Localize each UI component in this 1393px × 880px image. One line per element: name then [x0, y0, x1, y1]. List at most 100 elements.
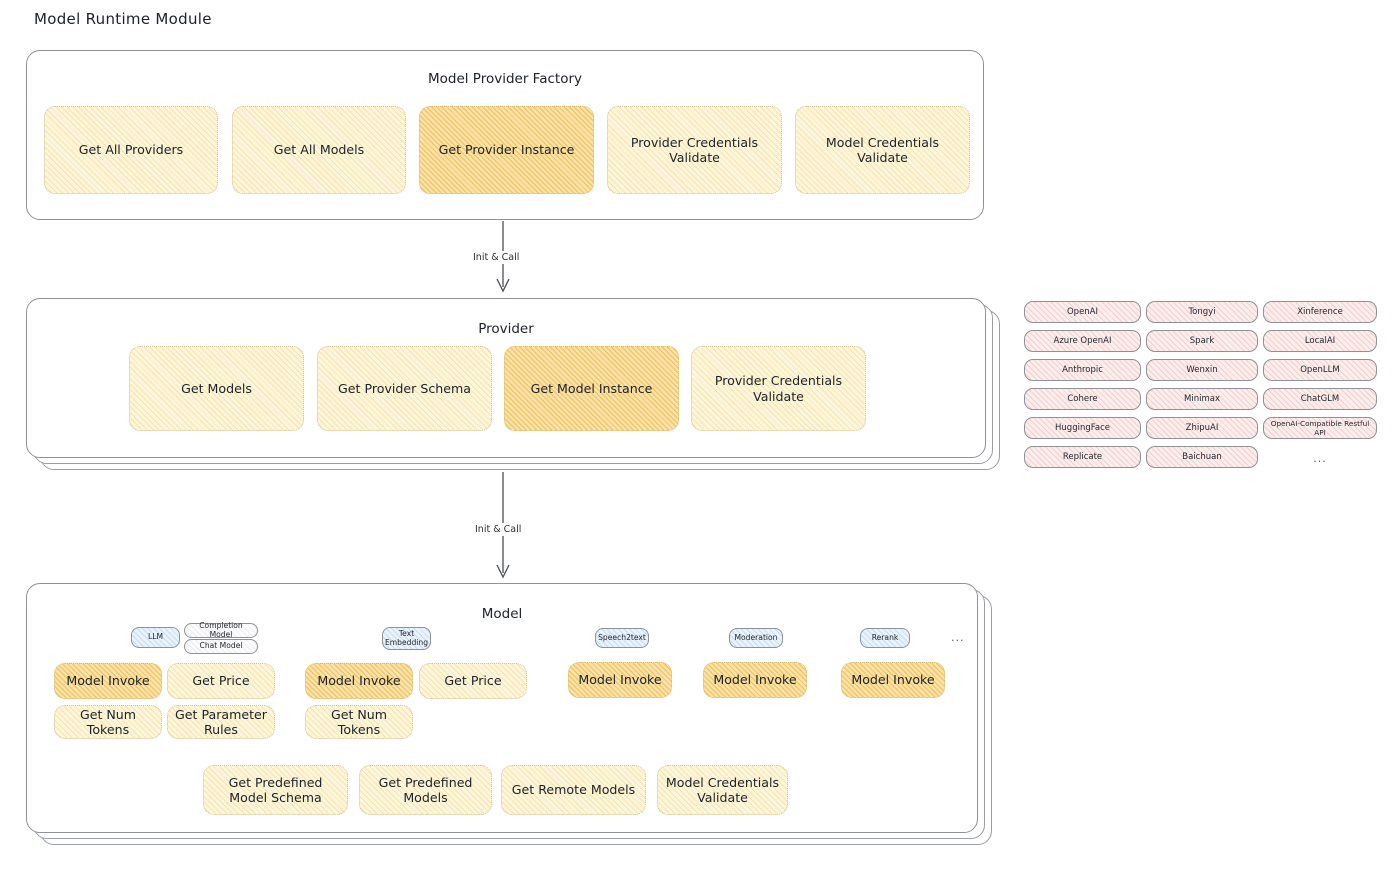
node-speech2text-model-invoke[interactable]: Model Invoke	[568, 662, 672, 698]
chip-label: OpenAI	[1066, 307, 1099, 317]
node-label: Model Invoke	[66, 673, 150, 689]
badge-label: Rerank	[871, 632, 899, 642]
chip-label: Tongyi	[1188, 307, 1216, 317]
node-label: Get Model Instance	[530, 380, 653, 396]
node-provider-credentials-validate[interactable]: Provider Credentials Validate	[607, 106, 782, 194]
node-label: Model Credentials Validate	[825, 134, 940, 165]
badge-completion-model[interactable]: Completion Model	[184, 620, 258, 639]
provider-chip-azure-openai[interactable]: Azure OpenAI	[1024, 330, 1141, 352]
node-get-models[interactable]: Get Models	[129, 346, 304, 431]
chip-label: Azure OpenAI	[1053, 336, 1112, 346]
connector-2-label: Init & Call	[472, 523, 525, 536]
node-get-predefined-model-schema[interactable]: Get Predefined Model Schema	[203, 765, 348, 815]
node-llm-get-price[interactable]: Get Price	[167, 663, 275, 699]
provider-chip-wenxin[interactable]: Wenxin	[1146, 359, 1258, 381]
badge-llm[interactable]: LLM	[131, 627, 180, 648]
node-label: Get Provider Instance	[438, 142, 575, 158]
node-label: Model Invoke	[851, 672, 935, 688]
node-label: Get All Providers	[78, 142, 184, 158]
chip-label: Spark	[1189, 336, 1215, 346]
chip-label: OpenAI-Compatible Restful API	[1270, 419, 1370, 437]
provider-chip-tongyi[interactable]: Tongyi	[1146, 301, 1258, 323]
chip-label: OpenLLM	[1300, 365, 1340, 375]
provider-chip-zhipuai[interactable]: ZhipuAI	[1146, 417, 1258, 439]
node-provider-credentials-validate-2[interactable]: Provider Credentials Validate	[691, 346, 866, 431]
provider-chip-spark[interactable]: Spark	[1146, 330, 1258, 352]
chip-label: ChatGLM	[1300, 394, 1340, 404]
chip-label: Replicate	[1062, 452, 1103, 462]
connector-provider-to-model	[496, 472, 510, 579]
provider-chip-xinference[interactable]: Xinference	[1263, 301, 1377, 323]
chip-label: Wenxin	[1186, 365, 1218, 375]
badge-speech2text[interactable]: Speech2text	[595, 628, 649, 648]
node-get-all-providers[interactable]: Get All Providers	[44, 106, 218, 194]
badge-label: Text Embedding	[384, 628, 429, 647]
node-model-credentials-validate-2[interactable]: Model Credentials Validate	[657, 765, 788, 815]
chip-label: HuggingFace	[1055, 423, 1110, 433]
provider-chip-anthropic[interactable]: Anthropic	[1024, 359, 1141, 381]
node-label: Get Price	[192, 673, 250, 689]
node-llm-get-num-tokens[interactable]: Get Num Tokens	[54, 705, 162, 739]
provider-title: Provider	[478, 321, 534, 337]
node-llm-get-parameter-rules[interactable]: Get Parameter Rules	[167, 705, 275, 739]
node-get-all-models[interactable]: Get All Models	[232, 106, 406, 194]
badge-chat-model[interactable]: Chat Model	[184, 639, 258, 654]
node-label: Model Credentials Validate	[665, 774, 780, 805]
node-label: Provider Credentials Validate	[714, 373, 843, 404]
provider-chip-openai[interactable]: OpenAI	[1024, 301, 1141, 323]
provider-chip-baichuan[interactable]: Baichuan	[1146, 446, 1258, 468]
node-label: Get All Models	[273, 142, 365, 158]
chip-label: Anthropic	[1062, 365, 1103, 375]
node-rerank-model-invoke[interactable]: Model Invoke	[841, 662, 945, 698]
badge-label: Completion Model	[199, 620, 243, 639]
provider-chip-cohere[interactable]: Cohere	[1024, 388, 1141, 410]
provider-chip-minimax[interactable]: Minimax	[1146, 388, 1258, 410]
chip-label: Minimax	[1184, 394, 1220, 404]
model-provider-factory-title: Model Provider Factory	[427, 71, 582, 87]
node-label: Model Invoke	[317, 673, 401, 689]
chip-label: LocalAI	[1304, 336, 1336, 346]
node-label: Get Predefined Models	[378, 774, 473, 805]
provider-chip-replicate[interactable]: Replicate	[1024, 446, 1141, 468]
provider-chip-huggingface[interactable]: HuggingFace	[1024, 417, 1141, 439]
badge-rerank[interactable]: Rerank	[860, 628, 910, 648]
provider-chip-localai[interactable]: LocalAI	[1263, 330, 1377, 352]
badge-label: Chat Model	[199, 641, 243, 651]
model-title: Model	[481, 606, 523, 622]
node-label: Get Predefined Model Schema	[228, 774, 323, 805]
chip-label: Baichuan	[1182, 452, 1222, 462]
badge-text-embedding[interactable]: Text Embedding	[382, 627, 431, 650]
connector-1-label: Init & Call	[470, 251, 523, 264]
provider-chip-openllm[interactable]: OpenLLM	[1263, 359, 1377, 381]
node-text-embedding-model-invoke[interactable]: Model Invoke	[305, 663, 413, 699]
node-text-embedding-get-price[interactable]: Get Price	[419, 663, 527, 699]
node-label: Model Invoke	[713, 672, 797, 688]
badge-label: Moderation	[734, 632, 778, 642]
badge-moderation[interactable]: Moderation	[729, 628, 783, 648]
badge-label: Speech2text	[598, 632, 646, 642]
node-label: Get Models	[181, 380, 252, 396]
node-text-embedding-get-num-tokens[interactable]: Get Num Tokens	[305, 705, 413, 739]
node-label: Get Remote Models	[511, 782, 636, 798]
chip-label: Xinference	[1297, 307, 1343, 317]
node-get-predefined-models[interactable]: Get Predefined Models	[359, 765, 492, 815]
page-title: Model Runtime Module	[34, 10, 212, 28]
node-label: Get Price	[444, 673, 502, 689]
node-get-provider-schema[interactable]: Get Provider Schema	[317, 346, 492, 431]
node-label: Get Provider Schema	[338, 380, 471, 396]
node-model-credentials-validate[interactable]: Model Credentials Validate	[795, 106, 970, 194]
node-label: Get Num Tokens	[330, 706, 388, 737]
provider-chip-openai-compatible-restful-api[interactable]: OpenAI-Compatible Restful API	[1263, 417, 1377, 439]
node-moderation-model-invoke[interactable]: Model Invoke	[703, 662, 807, 698]
node-get-provider-instance[interactable]: Get Provider Instance	[419, 106, 594, 194]
node-label: Get Parameter Rules	[175, 706, 267, 737]
node-label: Model Invoke	[578, 672, 662, 688]
model-types-ellipsis: ...	[951, 631, 965, 644]
node-get-model-instance[interactable]: Get Model Instance	[504, 346, 679, 431]
node-llm-model-invoke[interactable]: Model Invoke	[54, 663, 162, 699]
node-get-remote-models[interactable]: Get Remote Models	[501, 765, 646, 815]
chip-label: ZhipuAI	[1185, 423, 1219, 433]
provider-list-ellipsis: ...	[1313, 451, 1327, 465]
provider-chip-chatglm[interactable]: ChatGLM	[1263, 388, 1377, 410]
